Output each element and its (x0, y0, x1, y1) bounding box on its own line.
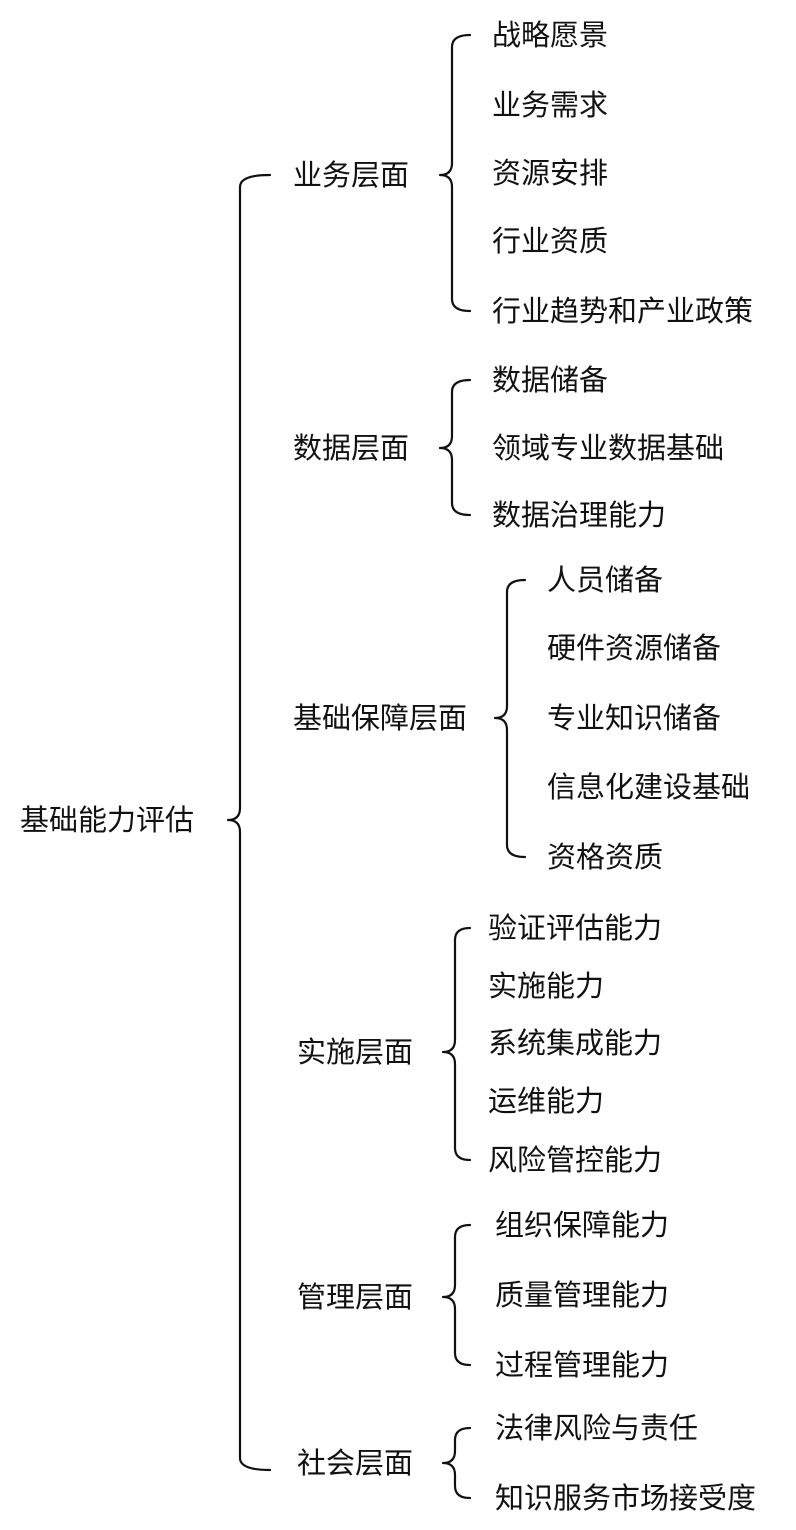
branch-label: 管理层面 (297, 1280, 414, 1314)
leaf-label: 系统集成能力 (488, 1026, 663, 1060)
root-brace (226, 173, 272, 1472)
branch-label: 基础保障层面 (293, 701, 468, 735)
leaf-label: 知识服务市场接受度 (495, 1481, 757, 1515)
root-label: 基础能力评估 (20, 803, 195, 837)
branch-label: 业务层面 (293, 158, 410, 192)
leaf-label: 业务需求 (492, 88, 609, 122)
leaf-label: 领域专业数据基础 (492, 431, 725, 465)
leaf-label: 数据储备 (492, 363, 609, 397)
leaf-label: 过程管理能力 (495, 1348, 670, 1382)
branch-label: 数据层面 (293, 431, 410, 465)
leaf-label: 风险管控能力 (488, 1143, 663, 1177)
branch-brace (438, 378, 472, 517)
leaf-label: 资源安排 (492, 156, 609, 190)
leaf-label: 运维能力 (488, 1084, 605, 1118)
leaf-label: 硬件资源储备 (547, 631, 722, 665)
leaf-label: 组织保障能力 (495, 1208, 670, 1242)
branch-brace (441, 926, 472, 1162)
leaf-label: 行业资质 (492, 224, 609, 258)
branch-brace (493, 578, 527, 859)
leaf-label: 资格资质 (547, 840, 664, 874)
branch-brace (441, 1426, 472, 1500)
leaf-label: 专业知识储备 (547, 701, 722, 735)
leaf-label: 战略愿景 (492, 18, 609, 52)
branch-label: 实施层面 (297, 1035, 414, 1069)
leaf-label: 人员储备 (547, 563, 664, 597)
branch-label: 社会层面 (297, 1446, 414, 1480)
leaf-label: 信息化建设基础 (547, 770, 751, 804)
branch-brace (441, 1223, 472, 1367)
leaf-label: 行业趋势和产业政策 (492, 294, 754, 328)
leaf-label: 数据治理能力 (492, 498, 667, 532)
leaf-label: 法律风险与责任 (495, 1411, 699, 1445)
branch-brace (438, 33, 472, 313)
leaf-label: 验证评估能力 (488, 911, 663, 945)
leaf-label: 实施能力 (488, 969, 605, 1003)
leaf-label: 质量管理能力 (495, 1278, 670, 1312)
